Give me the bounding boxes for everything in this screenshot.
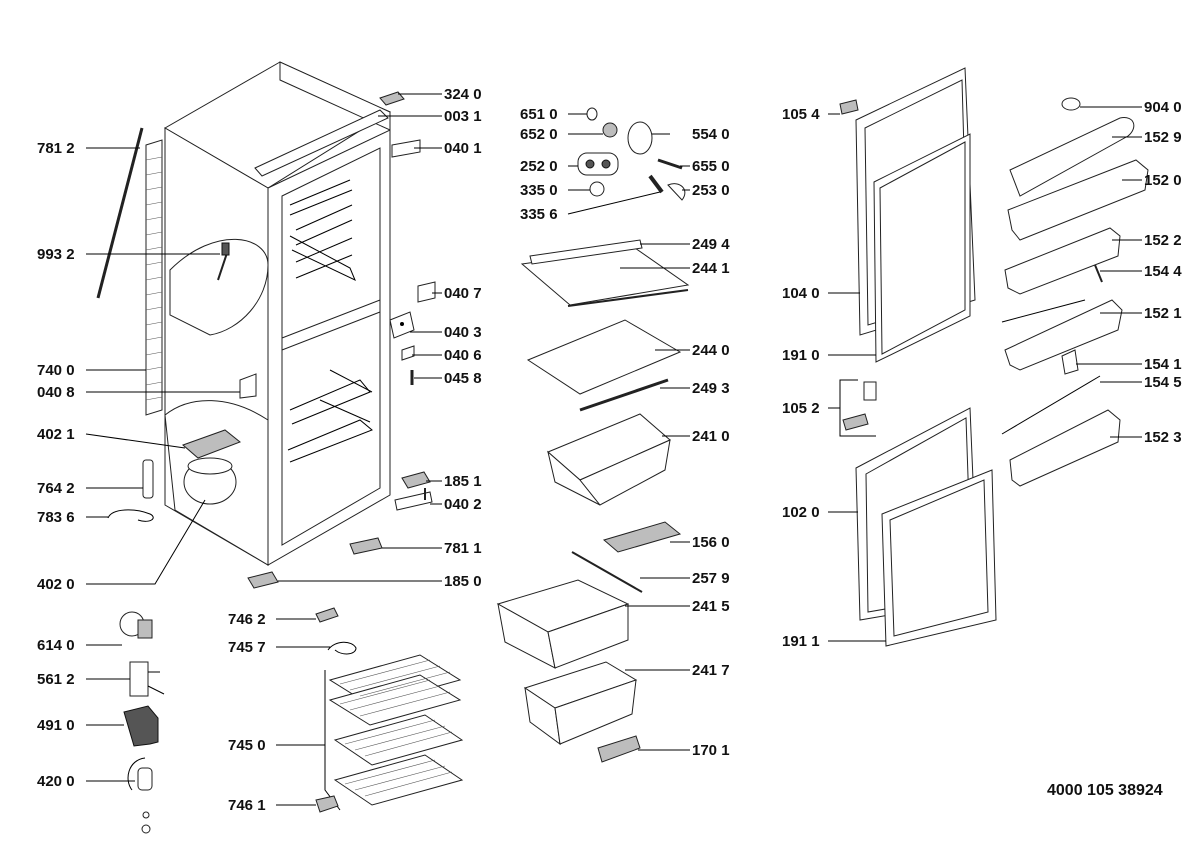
part-labels: 324 0 003 1 040 1 781 2 993 2 040 7 040 … bbox=[37, 86, 1182, 814]
label-1850: 185 0 bbox=[444, 573, 482, 590]
label-7812: 781 2 bbox=[37, 140, 75, 157]
label-0406: 040 6 bbox=[444, 347, 482, 364]
label-3356: 335 6 bbox=[520, 206, 558, 223]
cabinet bbox=[96, 61, 436, 589]
label-9040: 904 0 bbox=[1144, 99, 1182, 116]
label-2440: 244 0 bbox=[692, 342, 730, 359]
wire-shelves bbox=[315, 607, 464, 813]
label-4020: 402 0 bbox=[37, 576, 75, 593]
label-0402: 040 2 bbox=[444, 496, 482, 513]
label-6140: 614 0 bbox=[37, 637, 75, 654]
label-0408: 040 8 bbox=[37, 384, 75, 401]
label-1560: 156 0 bbox=[692, 534, 730, 551]
label-1911: 191 1 bbox=[782, 633, 820, 650]
label-2579: 257 9 bbox=[692, 570, 730, 587]
label-7450: 745 0 bbox=[228, 737, 266, 754]
label-1040: 104 0 bbox=[782, 285, 820, 302]
label-1910: 191 0 bbox=[782, 347, 820, 364]
label-2417: 241 7 bbox=[692, 662, 730, 679]
label-0401: 040 1 bbox=[444, 140, 482, 157]
label-1523: 152 3 bbox=[1144, 429, 1182, 446]
label-1851: 185 1 bbox=[444, 473, 482, 490]
label-2415: 241 5 bbox=[692, 598, 730, 615]
label-1052: 105 2 bbox=[782, 400, 820, 417]
label-1020: 102 0 bbox=[782, 504, 820, 521]
label-1520: 152 0 bbox=[1144, 172, 1182, 189]
label-0458: 045 8 bbox=[444, 370, 482, 387]
label-1701: 170 1 bbox=[692, 742, 730, 759]
label-2530: 253 0 bbox=[692, 182, 730, 199]
label-2493: 249 3 bbox=[692, 380, 730, 397]
label-1541: 154 1 bbox=[1144, 356, 1182, 373]
center-parts bbox=[496, 107, 690, 763]
label-2410: 241 0 bbox=[692, 428, 730, 445]
label-1054: 105 4 bbox=[782, 106, 820, 123]
label-1545: 154 5 bbox=[1144, 374, 1182, 391]
label-6510: 651 0 bbox=[520, 106, 558, 123]
doors bbox=[839, 67, 997, 647]
label-7400: 740 0 bbox=[37, 362, 75, 379]
label-5540: 554 0 bbox=[692, 126, 730, 143]
label-4021: 402 1 bbox=[37, 426, 75, 443]
label-6550: 655 0 bbox=[692, 158, 730, 175]
label-0407: 040 7 bbox=[444, 285, 482, 302]
leader-lines bbox=[85, 93, 1142, 806]
label-4910: 491 0 bbox=[37, 717, 75, 734]
label-7457: 745 7 bbox=[228, 639, 266, 656]
label-9932: 993 2 bbox=[37, 246, 75, 263]
label-3240: 324 0 bbox=[444, 86, 482, 103]
label-7462: 746 2 bbox=[228, 611, 266, 628]
door-bins bbox=[1001, 97, 1149, 487]
label-7836: 783 6 bbox=[37, 509, 75, 526]
document-number: 4000 105 38924 bbox=[1047, 782, 1163, 799]
label-2520: 252 0 bbox=[520, 158, 558, 175]
label-1529: 152 9 bbox=[1144, 129, 1182, 146]
label-0031: 003 1 bbox=[444, 108, 482, 125]
label-2441: 244 1 bbox=[692, 260, 730, 277]
left-small-parts bbox=[119, 611, 165, 834]
label-4200: 420 0 bbox=[37, 773, 75, 790]
label-6520: 652 0 bbox=[520, 126, 558, 143]
label-7811: 781 1 bbox=[444, 540, 482, 557]
label-0403: 040 3 bbox=[444, 324, 482, 341]
label-5612: 561 2 bbox=[37, 671, 75, 688]
label-1521: 152 1 bbox=[1144, 305, 1182, 322]
label-1544: 154 4 bbox=[1144, 263, 1182, 280]
label-2494: 249 4 bbox=[692, 236, 730, 253]
label-1522: 152 2 bbox=[1144, 232, 1182, 249]
label-3350: 335 0 bbox=[520, 182, 558, 199]
label-7642: 764 2 bbox=[37, 480, 75, 497]
label-7461: 746 1 bbox=[228, 797, 266, 814]
